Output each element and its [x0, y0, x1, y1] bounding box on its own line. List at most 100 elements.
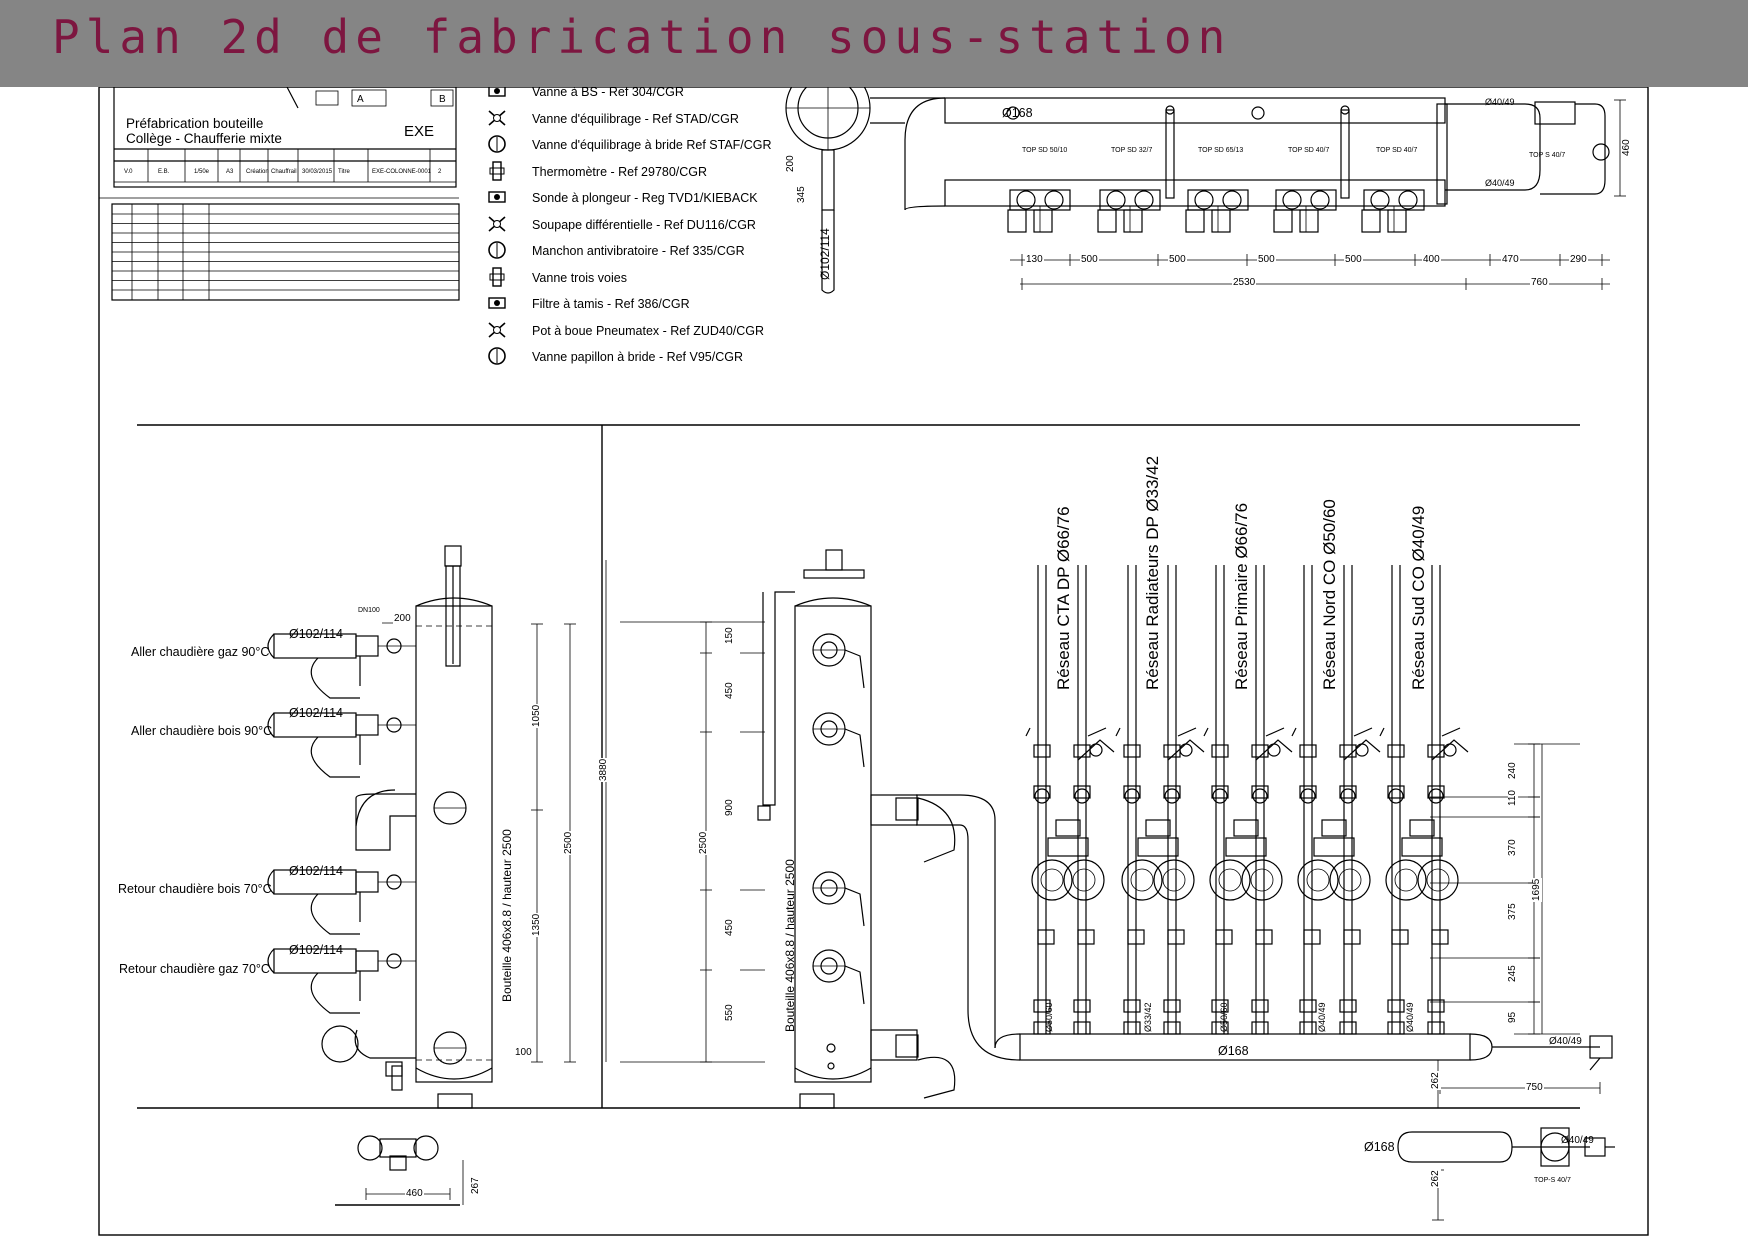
pipe-fitting [1299, 999, 1317, 1013]
pipe-fitting [1299, 744, 1317, 758]
top-pump-wheel [1044, 190, 1064, 210]
pipe-thermometer [1034, 788, 1050, 804]
side-bottle-foot [437, 1093, 473, 1109]
legend-label: Pot à boue Pneumatex - Ref ZUD40/CGR [532, 323, 765, 338]
drain-cock [391, 1065, 403, 1091]
pipe-fitting [1339, 785, 1357, 799]
return-diameter: Ø40/49 [1549, 1036, 1582, 1047]
pipe-fitting [1427, 785, 1445, 799]
inlet-label: Aller chaudière gaz 90°C [131, 645, 270, 659]
top-pump-wheel [1310, 190, 1330, 210]
pipe-thermometer [1340, 788, 1356, 804]
title-block-cell: 30/03/2015 [302, 169, 333, 175]
return-header [944, 179, 1446, 207]
pump-tag: TOP S 40/7 [1529, 152, 1566, 159]
top-pump-wheel [1134, 190, 1154, 210]
dimension: 400 [1422, 254, 1441, 265]
top-pump-motor [1097, 209, 1117, 233]
butterfly-valve-icon [486, 345, 508, 367]
dirt-pot-icon [486, 319, 508, 341]
title-block-cell: EXE-COLONNE-0001 [372, 169, 432, 175]
balancing-valve-stem [1255, 739, 1293, 761]
network-pipe-dia: Ø33/42 [1143, 1002, 1153, 1032]
pipe-fitting [1123, 785, 1141, 799]
circulator-pump-wheel [1121, 859, 1163, 901]
balancing-valve-cap [1267, 743, 1281, 757]
check-valve [1255, 929, 1273, 945]
outlet-arc [917, 797, 956, 863]
front-bottle-cap [794, 597, 872, 607]
pipe-fitting [1211, 999, 1229, 1013]
top-pump-wheel [1370, 190, 1390, 210]
dimension: 100 [514, 1047, 533, 1058]
legend-label: Manchon antivibratoire - Ref 335/CGR [532, 244, 745, 258]
pipe-fitting [1251, 1021, 1269, 1035]
title-block-cell: E.B. [158, 169, 170, 175]
title-block-line1: Préfabrication bouteille [126, 116, 264, 131]
page-title: Plan 2d de fabrication sous-station [52, 10, 1232, 64]
front-bottle [794, 605, 872, 1083]
end-diameter: Ø40/49 [1485, 97, 1515, 107]
dimension: 2500 [563, 830, 574, 855]
circulator-pump-head [1047, 837, 1089, 857]
bottle-label: Bouteille 406x8.8 / hauteur 2500 [500, 829, 514, 1002]
title-block-mark-a: A [357, 94, 364, 105]
dimension: 2530 [1232, 277, 1257, 288]
circulator-pump-wheel [1306, 868, 1330, 892]
circulator-pump-head [1313, 837, 1355, 857]
circulator-pump-wheel [1209, 859, 1251, 901]
strainer-fitting [1589, 1035, 1613, 1059]
supply-header [944, 97, 1446, 124]
top-pump-wheel [1016, 190, 1036, 210]
pipe-fitting [1033, 785, 1051, 799]
balancing-valve-stem [1167, 739, 1205, 761]
header-end [1436, 103, 1448, 205]
circulator-pump-wheel [1394, 868, 1418, 892]
pipe-fitting [1163, 999, 1181, 1013]
flanged-balancing-valve-icon [486, 133, 508, 155]
dimension: 2500 [698, 830, 709, 855]
dimension: 1350 [531, 912, 542, 937]
pipe-fitting [1427, 1021, 1445, 1035]
outlet-branch [870, 794, 918, 826]
dimension: 460 [405, 1188, 424, 1199]
circulator-pump-wheel [1031, 859, 1073, 901]
dimension: 550 [724, 1003, 735, 1022]
circulator-pump-wheel [1072, 868, 1096, 892]
end-pump [1534, 101, 1576, 125]
dimension: 375 [1507, 902, 1518, 921]
inlet-pipe-end [267, 633, 275, 659]
inlet-diameter: Ø102/114 [289, 943, 343, 957]
dimension: 245 [1507, 964, 1518, 983]
network-label: Réseau Sud CO Ø40/49 [1409, 505, 1428, 690]
title-block-cell: V.0 [124, 169, 133, 175]
dimension: 200 [393, 613, 412, 624]
front-drain [826, 1043, 836, 1053]
drain-pipe-end [321, 1025, 359, 1063]
circulator-pump-motor [1145, 819, 1171, 837]
dimension: 110 [1507, 789, 1518, 807]
top-pump-motor [1123, 209, 1143, 233]
pipe-fitting [1387, 785, 1405, 799]
circulator-pump-wheel [1241, 859, 1283, 901]
pressure-tap-cap [1165, 105, 1175, 115]
dimension: 900 [724, 798, 735, 817]
title-block-mark-b: B [439, 94, 446, 105]
detail-collector [1397, 1131, 1513, 1163]
top-pump-wheel [1282, 190, 1302, 210]
pipe-riser [821, 149, 835, 211]
title-block-cell: 1/50e [194, 169, 210, 175]
check-valve [1431, 929, 1449, 945]
collector-diameter: Ø168 [1218, 1044, 1249, 1058]
sheet-border [98, 86, 1649, 1236]
circulator-pump-motor [1321, 819, 1347, 837]
network-label: Réseau Nord CO Ø50/60 [1320, 499, 1339, 690]
dimension: 262 [1430, 1071, 1441, 1090]
inlet-sweep [310, 893, 360, 935]
drawing-line [1087, 727, 1107, 737]
pipe-fitting [1211, 785, 1229, 799]
pipe-riser [821, 210, 835, 294]
dimension: 500 [1080, 254, 1099, 265]
pipe-fitting [1339, 999, 1357, 1013]
legend-label: Filtre à tamis - Ref 386/CGR [532, 297, 690, 311]
